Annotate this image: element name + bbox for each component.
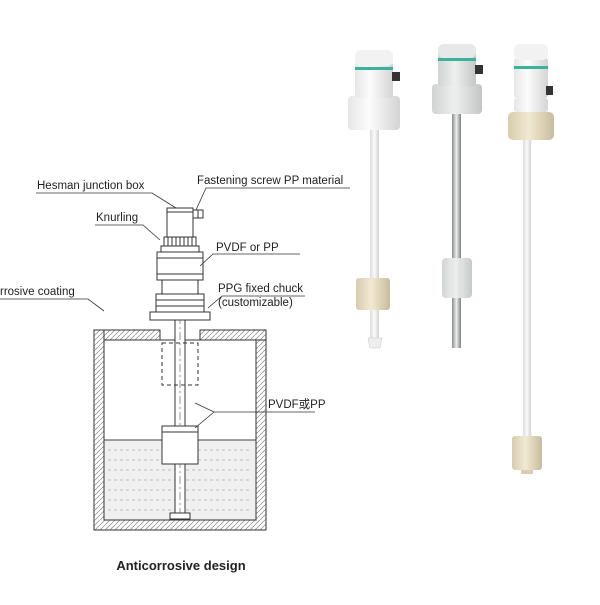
label-chuck-note: (customizable) [218, 297, 293, 309]
label-coating: rrosive coating [0, 286, 75, 298]
product-steel-stem [432, 44, 483, 348]
leader-lines [0, 187, 350, 429]
float-upper-position [161, 342, 199, 386]
label-junction-box: Hesman junction box [37, 180, 145, 192]
product-white-stem [348, 50, 400, 349]
technical-drawing [0, 187, 350, 531]
connector-plug [392, 72, 400, 81]
sensor-head [149, 207, 211, 321]
teal-ring [514, 66, 548, 69]
float [161, 425, 199, 465]
knurling-ridges [167, 237, 193, 246]
label-fastening-screw: Fastening screw PP material [197, 175, 343, 187]
label-chuck: PPG fixed chuck [218, 283, 303, 295]
product-photo [348, 44, 554, 474]
teal-ring [438, 58, 476, 61]
product-beige-chuck [508, 44, 554, 474]
label-knurling: Knurling [96, 212, 138, 224]
drawing-labels: Hesman junction box Fastening screw PP m… [0, 175, 343, 411]
teal-ring [355, 67, 393, 70]
figure-caption: Anticorrosive design [116, 558, 246, 573]
connector-plug [475, 65, 483, 74]
label-housing-material: PVDF or PP [216, 242, 279, 254]
label-float-material: PVDF或PP [268, 398, 326, 411]
connector-plug [546, 86, 553, 95]
